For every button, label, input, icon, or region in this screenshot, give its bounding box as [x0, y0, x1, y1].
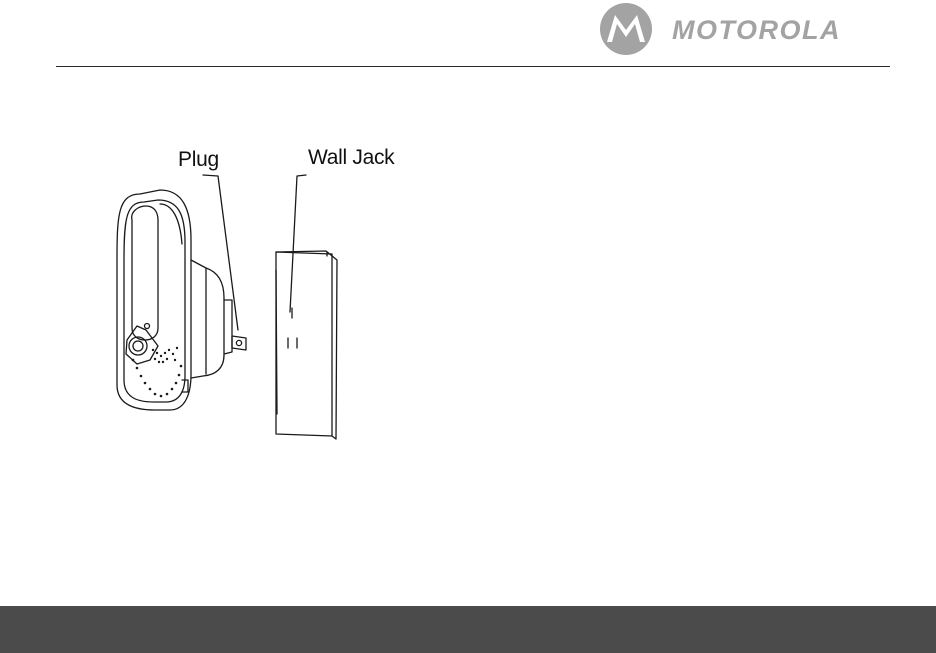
plug-housing — [191, 260, 232, 378]
installation-illustration — [100, 140, 420, 450]
plug-leader-line — [203, 175, 238, 330]
page-header: MOTOROLA — [0, 0, 936, 70]
footer-bar — [0, 606, 936, 653]
wall-outlet — [276, 251, 337, 439]
motorola-logo: MOTOROLA — [598, 2, 898, 56]
plug-prong — [232, 336, 246, 350]
wall-jack-leader-line — [290, 175, 306, 312]
header-divider — [56, 66, 890, 67]
batwing-emblem-icon — [600, 3, 652, 55]
navigation-pad-icon — [126, 326, 158, 364]
outlet-slots — [288, 308, 297, 348]
baby-monitor-unit — [117, 190, 246, 410]
brand-wordmark: MOTOROLA — [672, 15, 841, 45]
